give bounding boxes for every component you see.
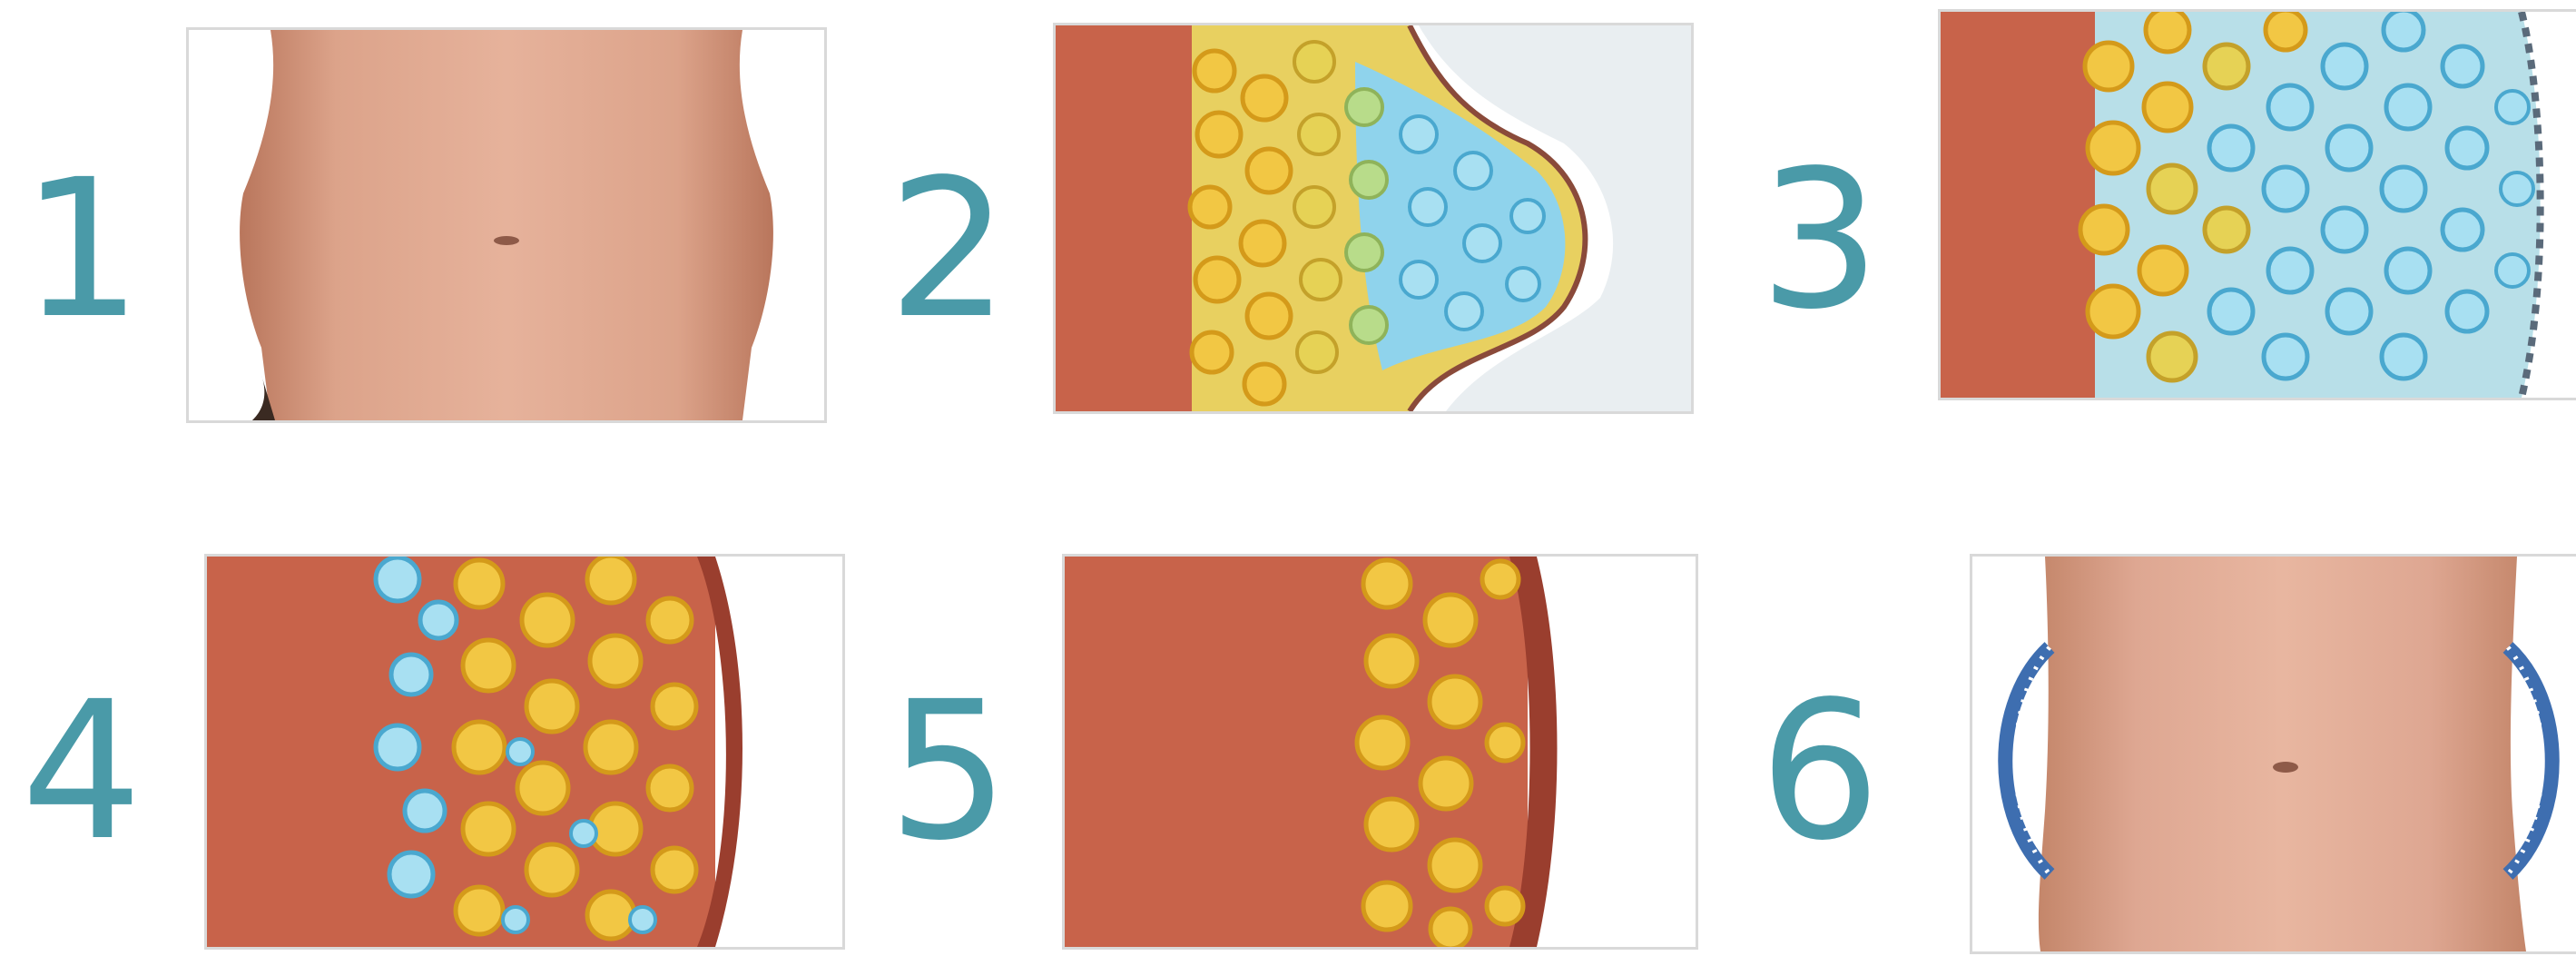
panel-abdomen-after — [1970, 554, 2576, 954]
step-number-4: 4 — [18, 676, 145, 867]
fat-layer-reduced-illustration — [1065, 557, 1696, 947]
step-number-5: 5 — [885, 676, 1012, 867]
step-number-2: 2 — [885, 154, 1012, 345]
panel-applicator-cross-section — [1053, 23, 1694, 414]
abdomen-before-illustration — [189, 30, 824, 420]
applicator-cross-section-illustration — [1056, 25, 1691, 411]
step-number-1: 1 — [18, 154, 145, 345]
fat-cells-crystallized-illustration — [207, 557, 842, 947]
fat-cells-cooled-illustration — [1941, 12, 2576, 398]
abdomen-after-illustration — [1972, 557, 2576, 951]
step-number-3: 3 — [1756, 145, 1883, 336]
panel-abdomen-before — [186, 27, 827, 423]
panel-fat-layer-reduced — [1062, 554, 1698, 950]
step-number-6: 6 — [1756, 676, 1883, 867]
panel-fat-cells-crystallized — [204, 554, 845, 950]
panel-fat-cells-cooled — [1938, 9, 2576, 400]
